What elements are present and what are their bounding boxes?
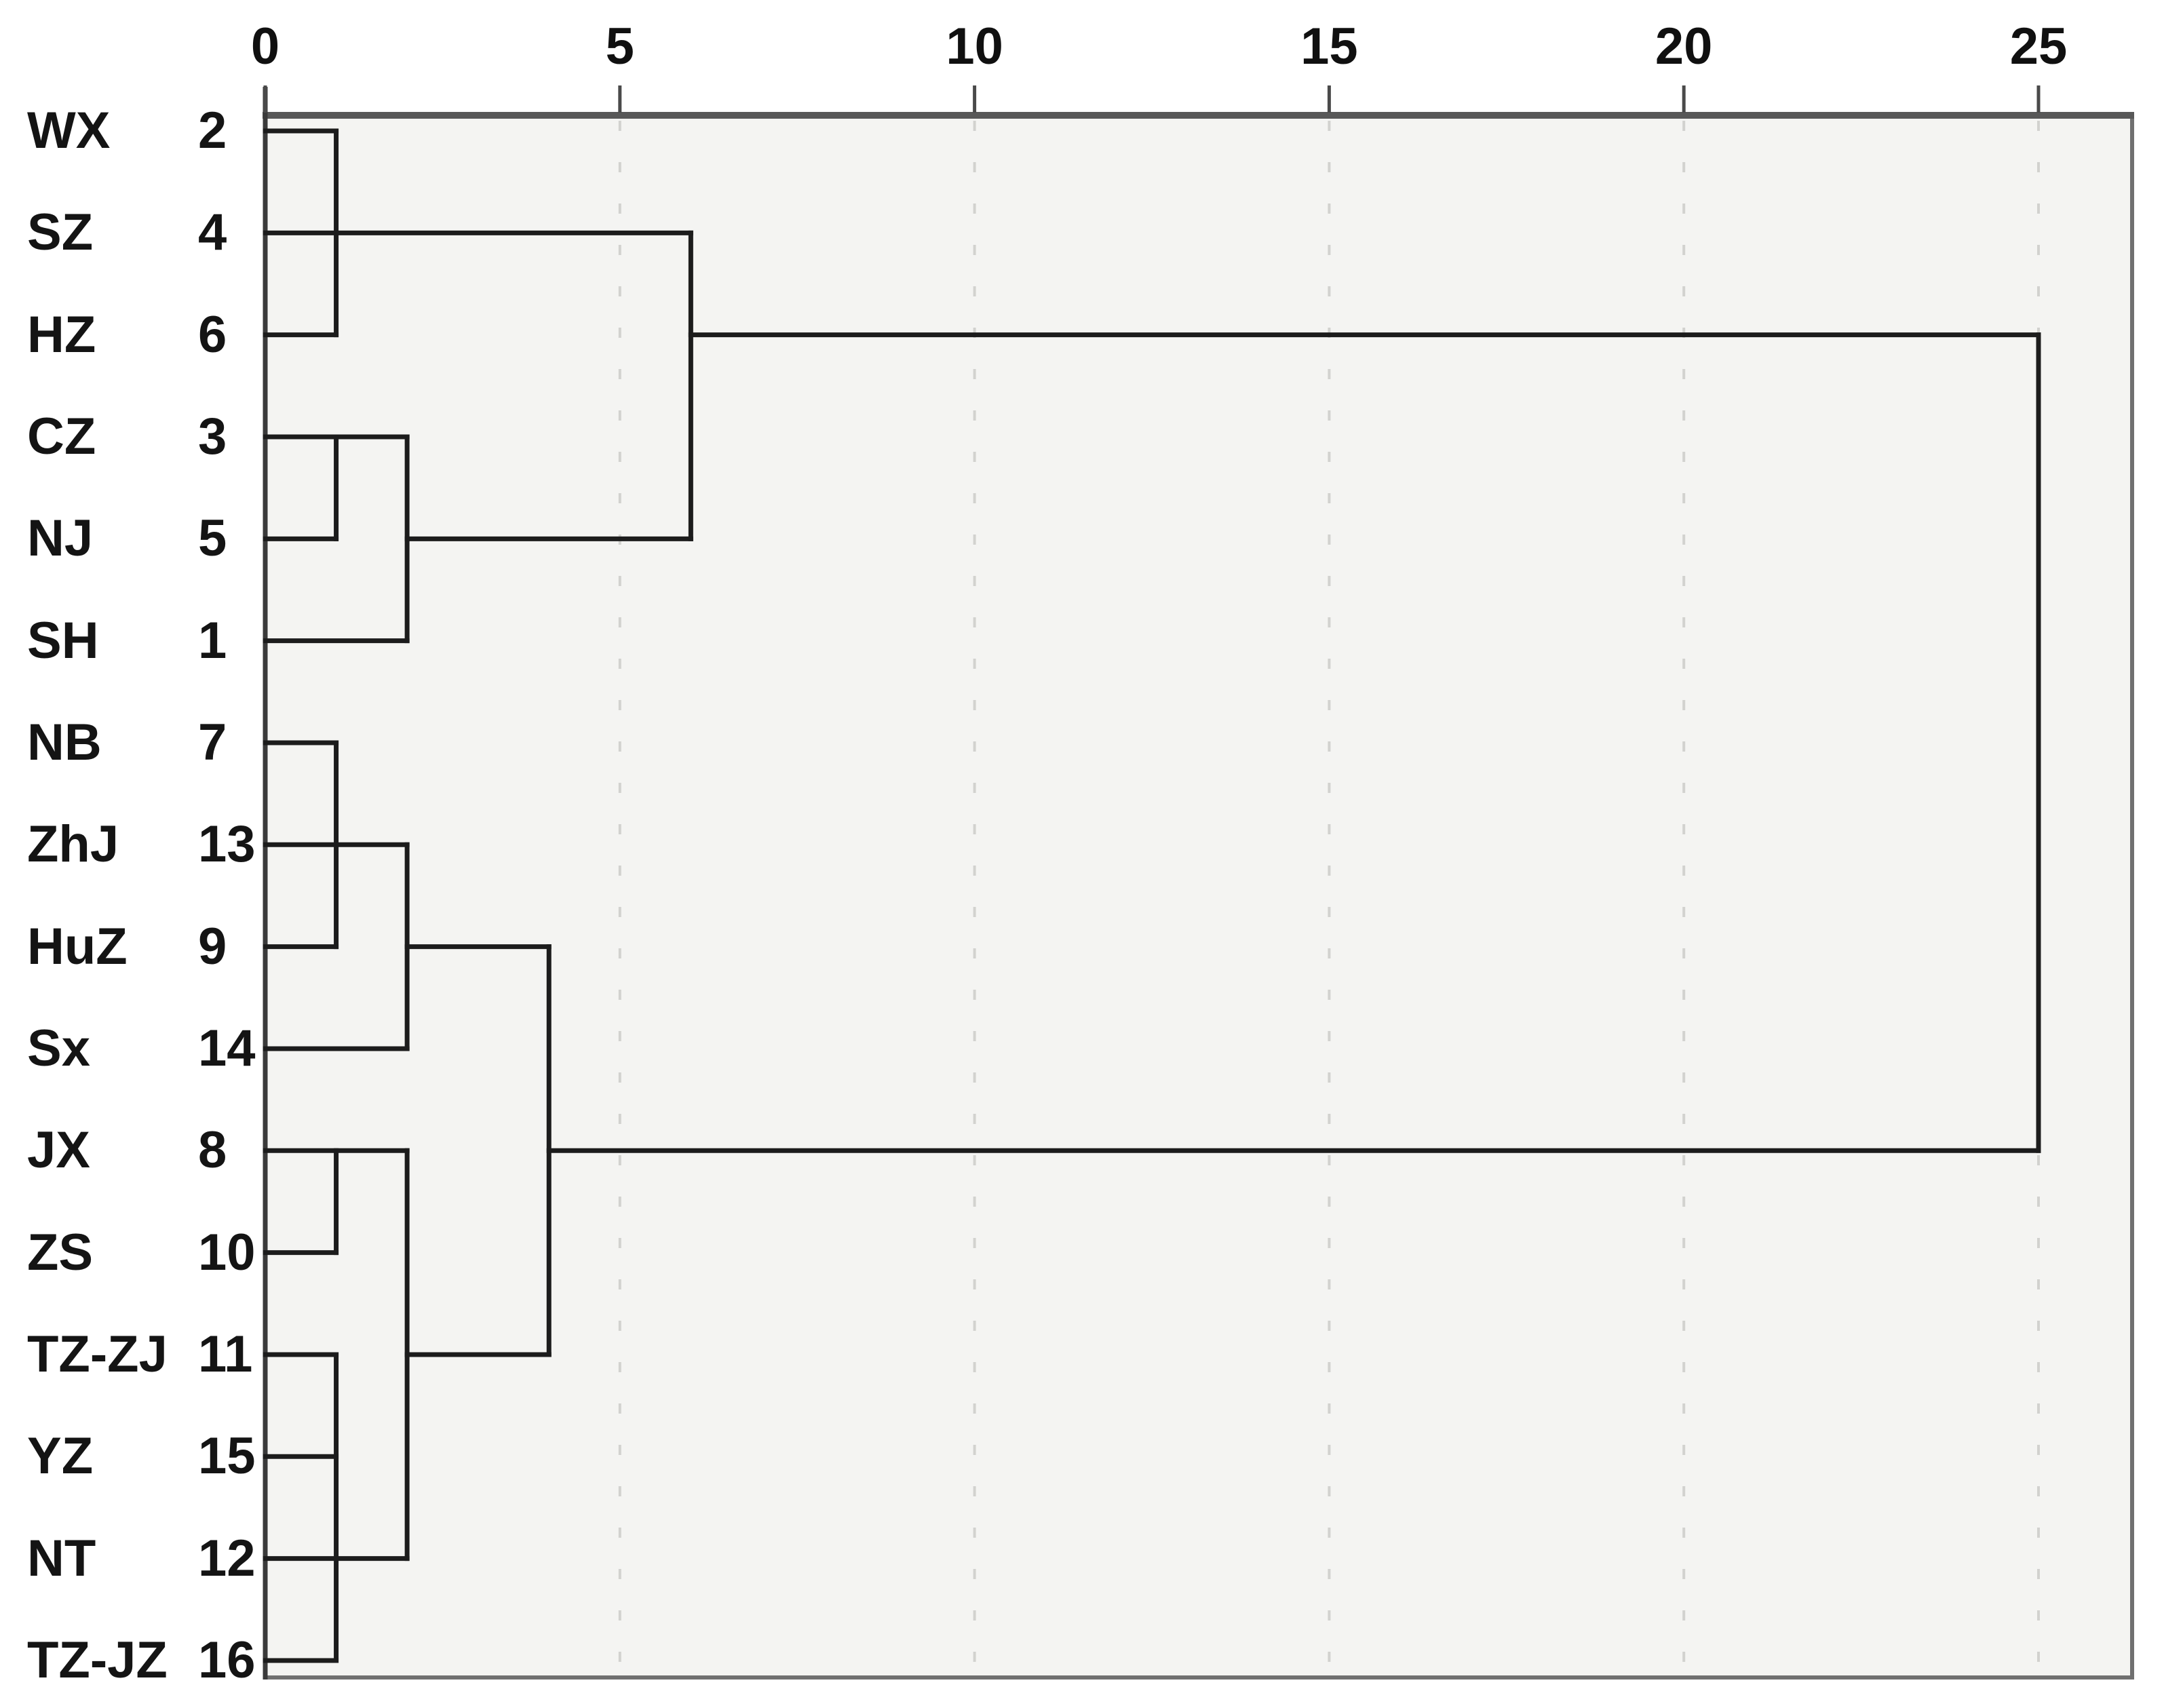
leaf-label: JX bbox=[27, 1121, 90, 1180]
leaf-case-number: 16 bbox=[198, 1631, 256, 1689]
leaf-case-number: 5 bbox=[198, 509, 227, 568]
leaf-row: NT 12 bbox=[0, 1508, 285, 1610]
axis-tick-label: 25 bbox=[2009, 18, 2068, 75]
leaf-label: ZhJ bbox=[27, 815, 119, 874]
leaf-label: TZ-ZJ bbox=[27, 1325, 168, 1383]
leaf-case-number: 12 bbox=[198, 1529, 256, 1587]
leaf-row: SZ 4 bbox=[0, 182, 285, 284]
leaf-label: WX bbox=[27, 102, 111, 159]
leaf-row: ZS 10 bbox=[0, 1202, 285, 1304]
leaf-case-number: 9 bbox=[198, 917, 227, 975]
leaf-case-number: 10 bbox=[198, 1223, 256, 1281]
axis-tick-label: 0 bbox=[250, 18, 280, 75]
leaf-label: ZS bbox=[27, 1223, 94, 1281]
leaf-case-number: 1 bbox=[198, 611, 227, 669]
leaf-case-number: 15 bbox=[198, 1427, 256, 1486]
leaf-case-number: 6 bbox=[198, 305, 227, 364]
axis-tick-label: 10 bbox=[946, 18, 1003, 75]
leaf-row: HuZ 9 bbox=[0, 896, 285, 998]
leaf-row: Sx 14 bbox=[0, 998, 285, 1100]
leaf-label: HuZ bbox=[27, 917, 128, 975]
leaf-label: NJ bbox=[27, 509, 94, 568]
leaf-label: SH bbox=[27, 611, 99, 669]
leaf-row: YZ 15 bbox=[0, 1405, 285, 1507]
leaf-case-number: 8 bbox=[198, 1121, 227, 1180]
leaf-row: NJ 5 bbox=[0, 488, 285, 589]
axis-tick-label: 15 bbox=[1300, 18, 1358, 75]
leaf-case-number: 13 bbox=[198, 815, 256, 874]
leaf-label: TZ-JZ bbox=[27, 1631, 168, 1689]
leaf-label: NB bbox=[27, 713, 102, 771]
leaf-case-number: 7 bbox=[198, 713, 227, 771]
leaf-row: NB 7 bbox=[0, 692, 285, 794]
leaf-label: NT bbox=[27, 1529, 96, 1587]
leaf-row: TZ-JZ 16 bbox=[0, 1610, 285, 1708]
leaf-row: SH 1 bbox=[0, 590, 285, 692]
leaf-row: WX 2 bbox=[0, 80, 285, 182]
axis-tick-label: 5 bbox=[605, 18, 634, 75]
leaf-label: CZ bbox=[27, 407, 96, 465]
leaf-label: SZ bbox=[27, 203, 94, 262]
axis-tick-label: 20 bbox=[1655, 18, 1713, 75]
leaf-case-number: 14 bbox=[198, 1019, 256, 1077]
leaf-row: TZ-ZJ 11 bbox=[0, 1304, 285, 1405]
leaf-row: JX 8 bbox=[0, 1100, 285, 1201]
leaf-row: HZ 6 bbox=[0, 284, 285, 386]
leaf-case-number: 11 bbox=[198, 1325, 253, 1383]
leaf-row: ZhJ 13 bbox=[0, 794, 285, 895]
leaf-row: CZ 3 bbox=[0, 386, 285, 488]
leaf-label: HZ bbox=[27, 305, 96, 364]
leaf-label: YZ bbox=[27, 1427, 94, 1486]
leaf-case-number: 2 bbox=[198, 102, 227, 159]
leaf-case-number: 3 bbox=[198, 407, 227, 465]
leaf-label: Sx bbox=[27, 1019, 90, 1077]
leaf-case-number: 4 bbox=[198, 203, 227, 262]
